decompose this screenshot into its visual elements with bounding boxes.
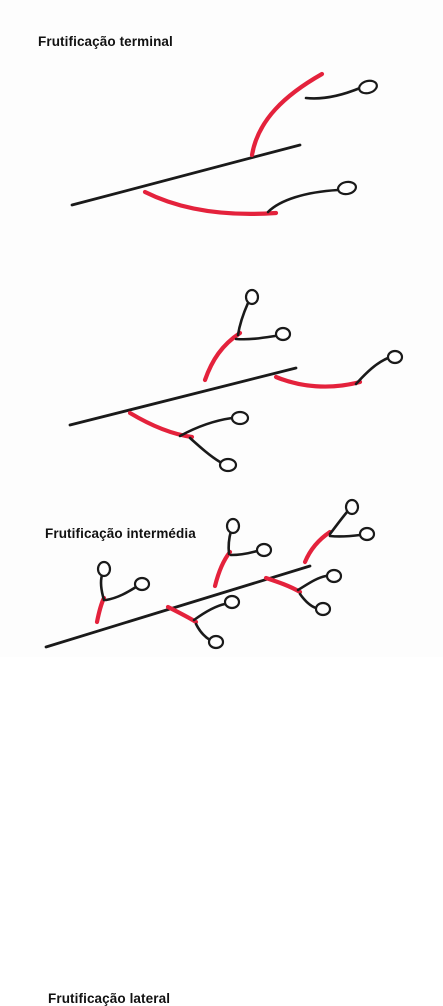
- title-lateral: Frutificação lateral: [48, 991, 170, 1006]
- fruiting-diagram: [0, 0, 443, 657]
- terminal-lower-bud: [337, 181, 357, 196]
- intermediate-upper-bud-a: [246, 290, 258, 304]
- lateral-bud-3a: [227, 519, 239, 533]
- lateral-shoot-3: [215, 552, 230, 586]
- intermediate-lower-bud-a: [232, 412, 248, 424]
- lateral-bud-5b: [360, 528, 374, 540]
- lateral-shoot-5: [305, 532, 330, 562]
- intermediate-lower-twig-a: [180, 418, 232, 436]
- lateral-bud-5a: [346, 500, 358, 514]
- intermediate-upper-bud-b: [276, 328, 290, 340]
- intermediate-main-branch: [70, 368, 296, 425]
- lateral-twig-2a: [194, 604, 225, 620]
- intermediate-lower-bud-b: [220, 459, 236, 471]
- terminal-main-branch: [72, 145, 300, 205]
- terminal-upper-shoot: [252, 74, 322, 155]
- figure-page: Frutificação terminal Frutificação inter…: [0, 0, 443, 657]
- lateral-illustration: [46, 500, 374, 648]
- intermediate-illustration: [70, 290, 402, 471]
- terminal-upper-bud: [358, 79, 378, 95]
- terminal-illustration: [72, 74, 378, 214]
- intermediate-upper-twig-a: [238, 303, 248, 335]
- terminal-lower-shoot: [145, 192, 276, 214]
- intermediate-lower-twig-b: [190, 438, 220, 462]
- intermediate-right-shoot: [276, 377, 360, 387]
- intermediate-right-twig: [356, 358, 388, 384]
- intermediate-upper-twig-b: [236, 336, 275, 339]
- lateral-twig-2b: [196, 624, 210, 640]
- terminal-lower-twig: [268, 190, 338, 212]
- lateral-twig-1a: [101, 575, 104, 600]
- lateral-bud-4a: [327, 570, 341, 582]
- lateral-shoot-1: [97, 598, 104, 622]
- lateral-twig-1b: [106, 587, 136, 600]
- intermediate-right-bud: [388, 351, 402, 363]
- lateral-twig-4a: [298, 576, 326, 590]
- lateral-bud-2b: [209, 636, 223, 648]
- intermediate-upper-shoot: [205, 333, 240, 380]
- lateral-shoot-4: [266, 578, 300, 592]
- lateral-twig-5a: [330, 512, 347, 534]
- lateral-twig-4b: [300, 594, 316, 608]
- lateral-bud-4b: [316, 603, 330, 615]
- terminal-upper-twig: [306, 88, 360, 98]
- lateral-bud-3b: [257, 544, 271, 556]
- lateral-twig-3b: [231, 551, 257, 555]
- lateral-bud-1b: [135, 578, 149, 590]
- lateral-bud-2a: [225, 596, 239, 608]
- lateral-shoot-2: [168, 607, 196, 622]
- lateral-bud-1a: [98, 562, 110, 576]
- lateral-twig-5b: [330, 535, 360, 536]
